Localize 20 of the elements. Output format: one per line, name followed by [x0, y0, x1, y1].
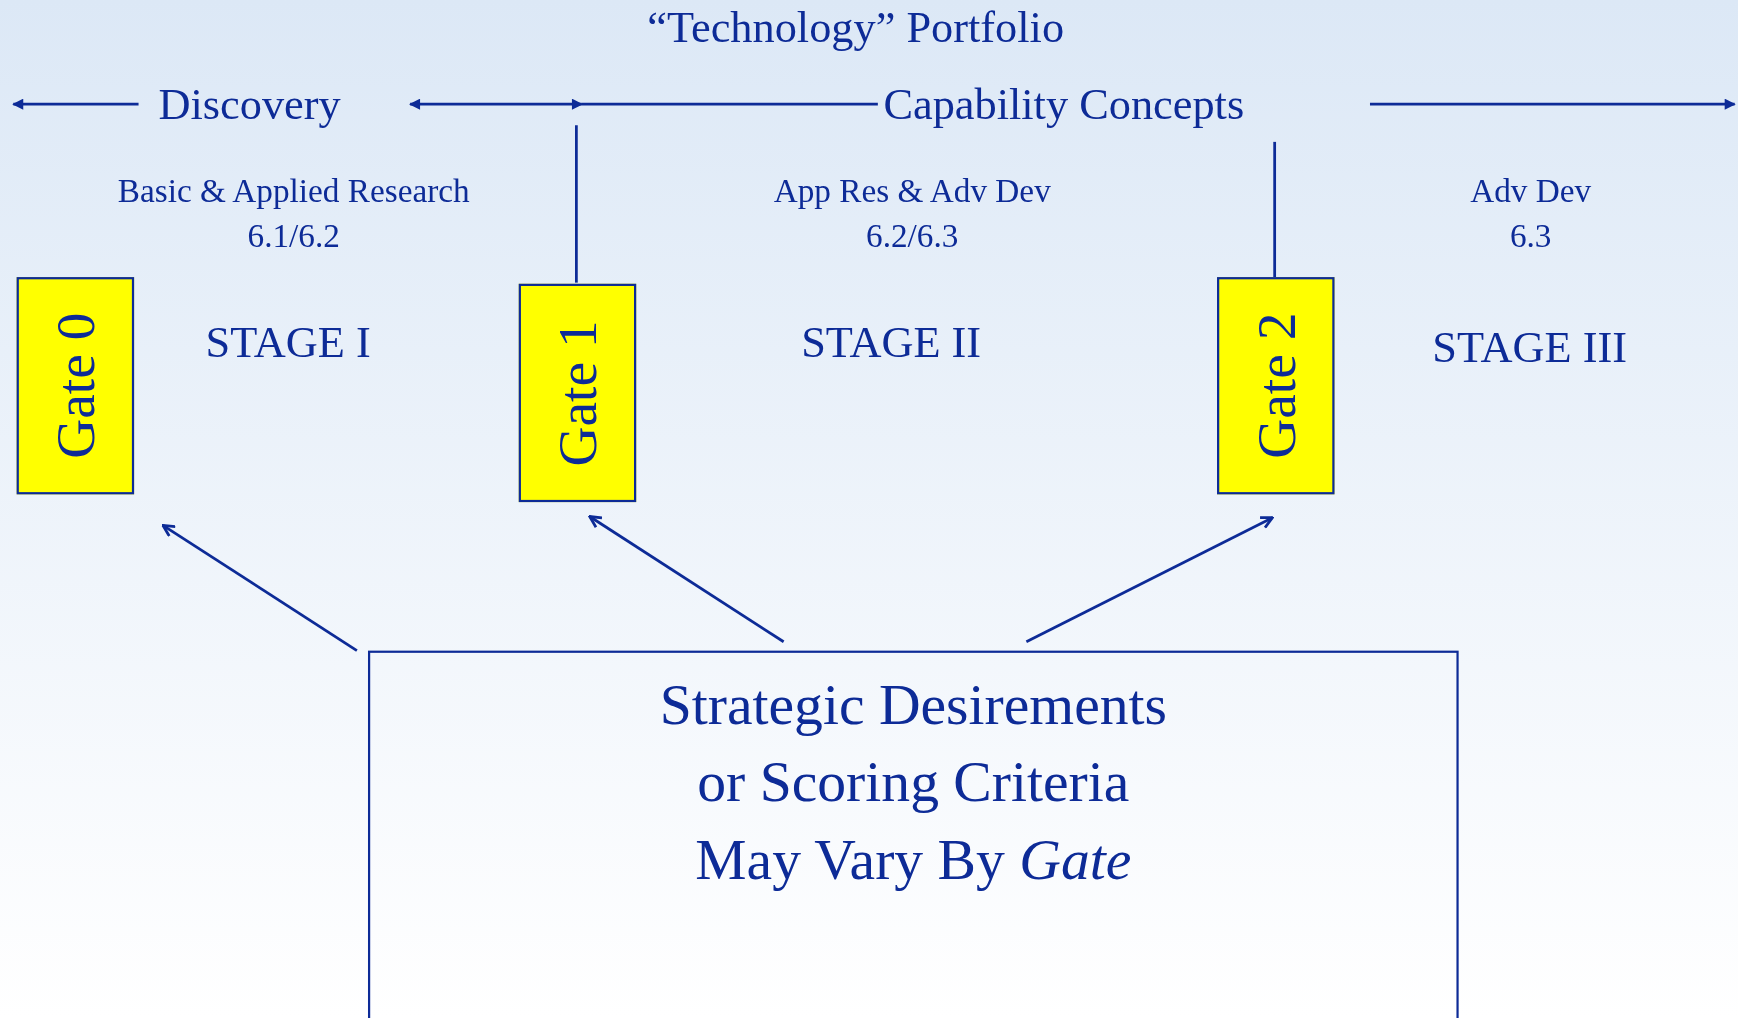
gate-label: Gate 2	[1248, 312, 1304, 459]
gate-label: Gate 0	[47, 312, 104, 459]
title: “Technology” Portfolio	[647, 3, 1065, 53]
criteria-text: Strategic Desirements or Scoring Criteria May Vary By Gate	[658, 671, 1168, 894]
stage-description: Adv Dev 6.3	[1469, 170, 1593, 256]
criteria-box	[368, 650, 1459, 1018]
stage-label: STAGE II	[801, 318, 982, 367]
stage-label: STAGE I	[205, 318, 371, 367]
gate-box	[518, 283, 637, 503]
stage-description: App Res & Adv Dev 6.2/6.3	[772, 170, 1052, 256]
stage-description: Basic & Applied Research 6.1/6.2	[116, 170, 471, 256]
stage-label: STAGE III	[1432, 323, 1627, 373]
phase-label: Discovery	[158, 79, 341, 129]
arrow	[161, 524, 358, 652]
phase-label: Capability Concepts	[883, 79, 1245, 129]
gate-box	[1217, 277, 1335, 495]
gate-label: Gate 1	[549, 319, 606, 466]
gate-box	[16, 277, 135, 495]
arrow	[588, 515, 785, 643]
arrow	[1025, 516, 1274, 643]
